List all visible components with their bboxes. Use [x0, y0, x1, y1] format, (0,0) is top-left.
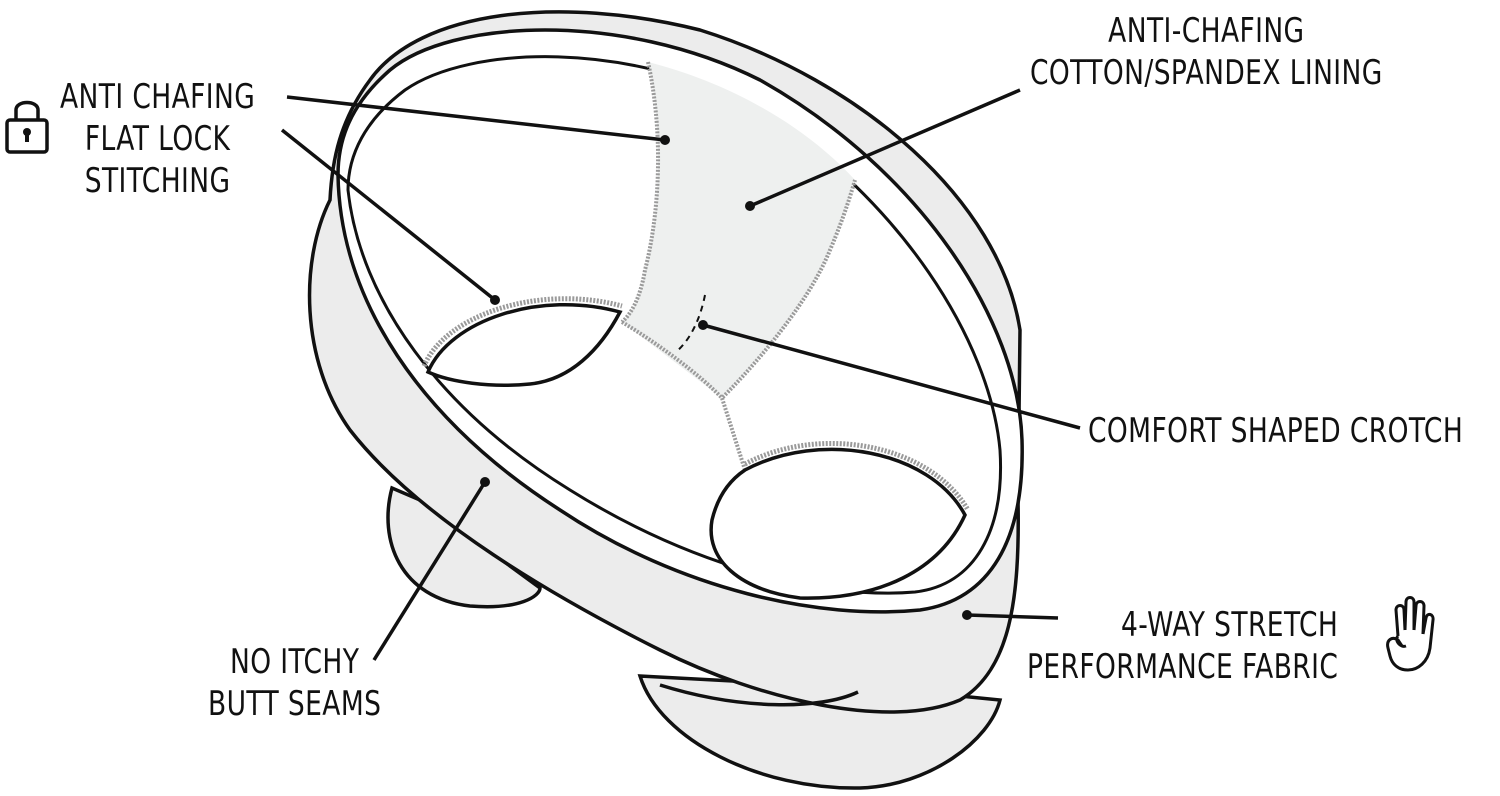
leader-seams [372, 481, 487, 661]
lock-icon [4, 94, 50, 156]
leader-stretch [966, 613, 1059, 620]
crotch-seam-dash [675, 294, 706, 353]
label-flat-lock-stitching: ANTI CHAFING FLAT LOCK STITCHING [60, 76, 255, 202]
hand-icon [1384, 596, 1440, 674]
leg-opening-right [709, 447, 967, 600]
label-line: COMFORT SHAPED CROTCH [1088, 411, 1464, 451]
lining-stitching [620, 61, 857, 471]
label-no-itchy-butt-seams: NO ITCHY BUTT SEAMS [208, 641, 381, 725]
label-line: ANTI CHAFING [60, 77, 256, 117]
label-four-way-stretch: 4-WAY STRETCH PERFORMANCE FABRIC [1027, 604, 1338, 688]
leader-lining [749, 88, 1021, 208]
label-line: FLAT LOCK [84, 119, 231, 159]
label-line: PERFORMANCE FABRIC [1027, 647, 1339, 687]
leg-stitch-right [743, 440, 971, 512]
leader-flatlock-1 [286, 95, 666, 142]
leader-flatlock-2 [280, 128, 497, 302]
label-cotton-spandex-lining: ANTI-CHAFING COTTON/SPANDEX LINING [1030, 10, 1383, 94]
label-line: 4-WAY STRETCH [1120, 605, 1339, 645]
label-line: COTTON/SPANDEX LINING [1030, 53, 1383, 93]
leg-stitch-left [421, 296, 623, 368]
label-line: BUTT SEAMS [208, 684, 382, 724]
leader-dots [480, 135, 972, 620]
label-line: STITCHING [84, 161, 231, 201]
label-comfort-shaped-crotch: COMFORT SHAPED CROTCH [1088, 410, 1463, 452]
label-line: ANTI-CHAFING [1108, 11, 1305, 51]
fabric-fold [659, 683, 859, 707]
leader-crotch [702, 323, 1081, 430]
lining-panel [622, 62, 855, 398]
leg-opening-left [425, 303, 623, 387]
label-line: NO ITCHY [229, 642, 360, 682]
leader-lines [280, 88, 1081, 661]
